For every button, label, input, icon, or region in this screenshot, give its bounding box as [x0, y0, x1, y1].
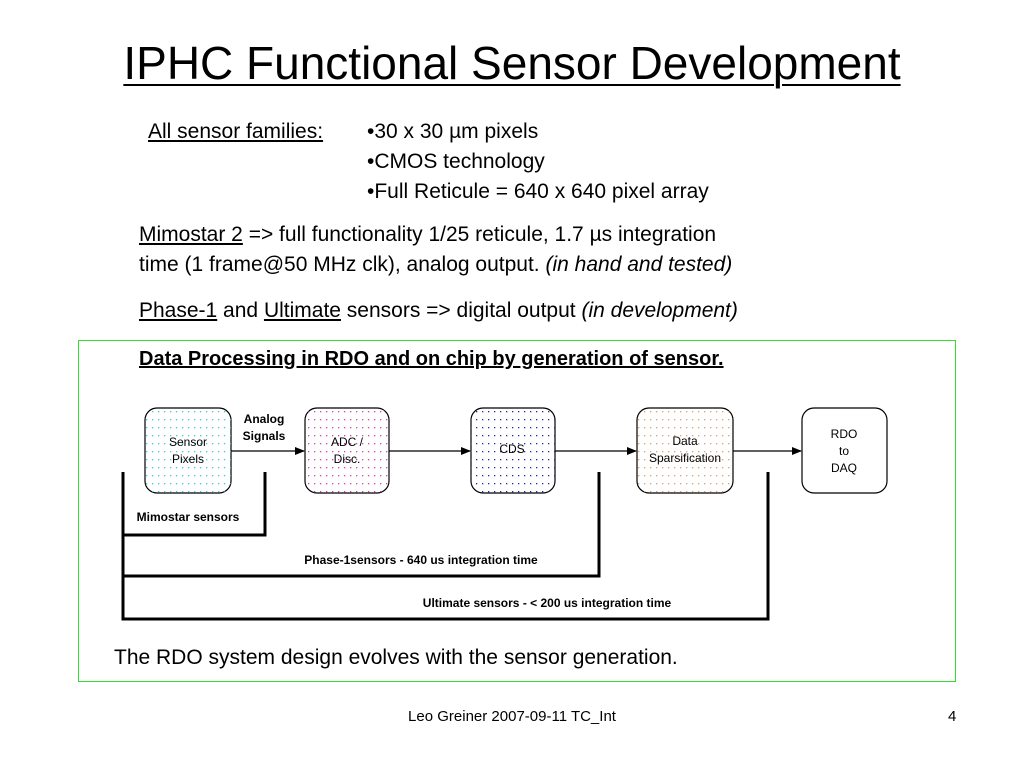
- page-number: 4: [948, 708, 957, 725]
- block-rdo-line-1: RDO: [831, 427, 858, 441]
- block-data-sparsification-line-2: Sparsification: [649, 451, 721, 465]
- block-sensor-pixels: Sensor Pixels: [144, 407, 232, 494]
- families-bullet-3: •Full Reticule = 640 x 640 pixel array: [367, 180, 709, 203]
- analog-signals-label-1: Analog: [244, 412, 285, 426]
- phase-description: sensors => digital output: [340, 299, 582, 322]
- block-rdo-line-2: to: [839, 444, 849, 458]
- processing-panel: [78, 340, 956, 682]
- mimostar-description: => full functionality 1/25 reticule, 1.7…: [242, 223, 717, 246]
- processing-heading: Data Processing in RDO and on chip by ge…: [139, 348, 724, 370]
- block-rdo-line-3: DAQ: [831, 461, 857, 475]
- mimostar-line-2-text: time (1 frame@50 MHz clk), analog output…: [139, 253, 546, 276]
- families-bullet-1: •30 x 30 µm pixels: [367, 120, 539, 143]
- mimostar-name: Mimostar 2: [139, 223, 243, 246]
- analog-signals-label-2: Signals: [243, 429, 286, 443]
- block-rdo-to-daq: RDO to DAQ: [801, 407, 888, 494]
- bracket-label-phase1: Phase-1sensors - 640 us integration time: [304, 553, 538, 567]
- block-adc-disc-line-1: ADC /: [331, 435, 364, 449]
- block-data-sparsification: Data Sparsification: [636, 407, 734, 494]
- bracket-label-mimostar: Mimostar sensors: [137, 510, 240, 524]
- phase-and: and: [217, 299, 264, 322]
- block-cds: CDS: [470, 407, 556, 494]
- bracket-label-ultimate: Ultimate sensors - < 200 us integration …: [423, 596, 672, 610]
- families-label: All sensor families:: [148, 120, 324, 143]
- block-sensor-pixels-line-2: Pixels: [172, 452, 204, 466]
- bracket-ultimate: [121, 472, 770, 621]
- mimostar-line-2: time (1 frame@50 MHz clk), analog output…: [139, 250, 732, 280]
- bracket-mimostar: [121, 472, 267, 537]
- block-adc-disc: ADC / Disc.: [304, 407, 390, 494]
- footer-text: Leo Greiner 2007-09-11 TC_Int: [408, 708, 616, 725]
- block-sensor-pixels-line-1: Sensor: [169, 435, 207, 449]
- families-bullet-2: •CMOS technology: [367, 150, 545, 173]
- phase1-name: Phase-1: [139, 299, 218, 322]
- mimostar-line-1: Mimostar 2 => full functionality 1/25 re…: [139, 220, 716, 250]
- closing-statement: The RDO system design evolves with the s…: [114, 646, 678, 669]
- block-cds-line-1: CDS: [499, 442, 524, 456]
- block-data-sparsification-line-1: Data: [672, 434, 698, 448]
- slide-title: IPHC Functional Sensor Development: [123, 37, 901, 89]
- bracket-phase1: [121, 472, 601, 578]
- phase-line: Phase-1 and Ultimate sensors => digital …: [139, 296, 738, 326]
- block-adc-disc-line-2: Disc.: [334, 452, 361, 466]
- mimostar-status: (in hand and tested): [545, 253, 733, 276]
- phase-status: (in development): [581, 299, 738, 322]
- ultimate-name: Ultimate: [263, 299, 341, 322]
